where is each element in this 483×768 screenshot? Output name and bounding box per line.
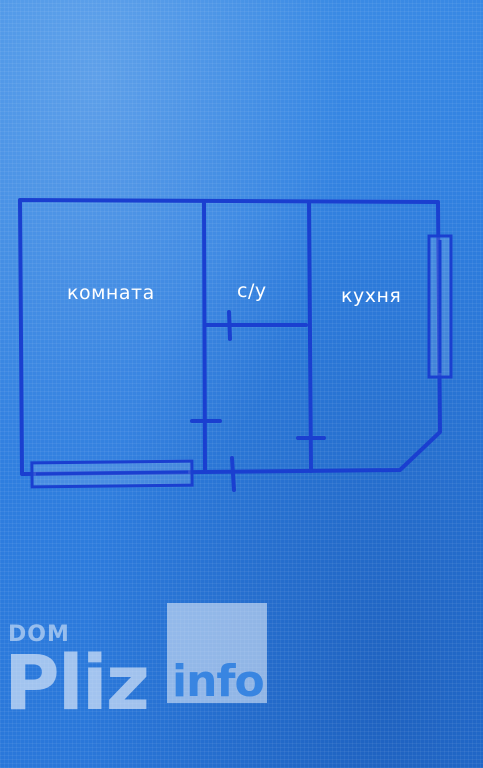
outer-wall bbox=[18, 198, 442, 476]
watermark-pliz: Pliz bbox=[4, 638, 150, 727]
door-mark-entrance bbox=[230, 456, 236, 492]
watermark-dom: DOM bbox=[8, 622, 70, 647]
room-label-kitchen: кухня bbox=[341, 285, 402, 307]
wall-room-bathroom bbox=[202, 199, 207, 473]
watermark-box bbox=[167, 603, 267, 703]
room-label-living: комната bbox=[67, 282, 155, 304]
wall-bathroom-kitchen bbox=[307, 200, 313, 473]
room-label-bathroom: с/у bbox=[237, 280, 267, 302]
door-mark-bathroom bbox=[227, 310, 232, 341]
watermark-info: info bbox=[172, 656, 265, 707]
window-room-glass bbox=[35, 470, 189, 476]
